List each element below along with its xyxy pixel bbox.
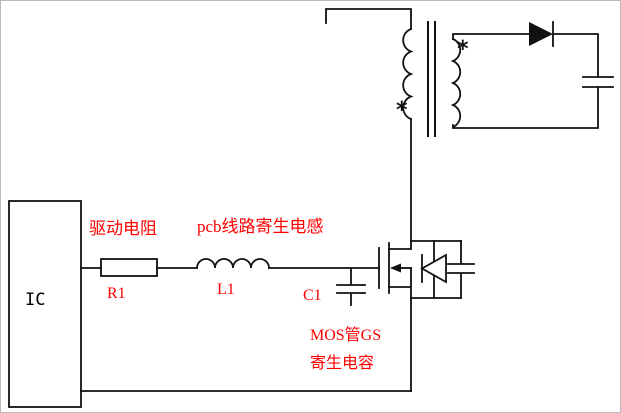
wire-primary-top [325, 8, 412, 30]
label-mos-gs-line1: MOS管GS [310, 326, 381, 344]
inductor-l1-coil [196, 258, 270, 269]
resistor-r1-body [100, 258, 158, 277]
label-drive-resistor: 驱动电阻 [89, 219, 157, 238]
transformer-primary-winding [402, 27, 414, 121]
mosfet-output-capacitor [447, 240, 475, 299]
mosfet-parallel-rails [410, 240, 462, 299]
mosfet-drain-stub [388, 240, 412, 250]
label-l1: L1 [217, 281, 235, 298]
ic-box [8, 200, 82, 408]
secondary-dot-marker: * [457, 37, 469, 62]
wire-secondary-bottom [452, 86, 599, 129]
wire-diode-to-cap [552, 33, 599, 78]
mosfet-arrow [390, 263, 401, 273]
label-mos-gs-line2: 寄生电容 [310, 354, 374, 372]
primary-dot-marker: * [396, 98, 408, 123]
mosfet-source-stub [388, 267, 412, 299]
ic-label: IC [25, 290, 45, 310]
transformer-core [427, 21, 436, 137]
label-r1: R1 [107, 285, 126, 302]
wire-secondary-top [452, 33, 530, 40]
label-pcb-inductance: pcb线路寄生电感 [197, 217, 324, 236]
label-c1: C1 [303, 287, 322, 304]
rectifier-diode [529, 22, 553, 46]
output-filter-capacitor [582, 76, 614, 88]
transformer-secondary-winding [450, 37, 462, 129]
capacitor-c1 [336, 267, 366, 306]
